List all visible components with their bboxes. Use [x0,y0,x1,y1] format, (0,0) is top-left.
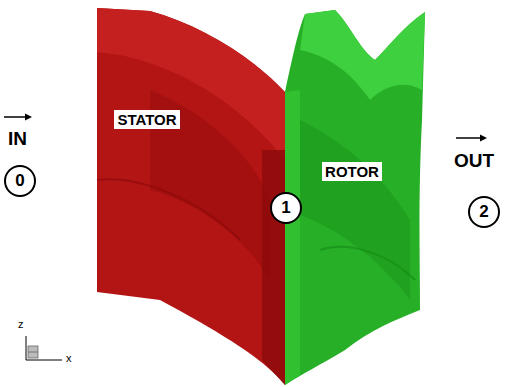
station-number: 2 [468,196,500,228]
axis-label: x [66,352,72,364]
axis-icon [28,346,38,358]
part-label: STATOR [114,110,180,129]
flow-label: IN [8,128,27,150]
stator-blade [97,8,285,385]
axis-line [26,336,27,360]
axis-label: z [18,318,24,330]
part-label: ROTOR [322,162,382,181]
rotor-shade [300,10,425,100]
station-number: 1 [270,192,302,224]
rotor-blade [285,10,425,385]
stator-edge [262,150,285,385]
callout-number: 2 [479,202,488,222]
part-name: ROTOR [325,163,379,180]
arrow-head [25,114,32,121]
rotor-edge [285,90,300,385]
flow-arrow [456,137,484,139]
rotor-shade [300,120,410,300]
axis-line [26,360,62,361]
callout-number: 0 [15,171,24,191]
flow-label: OUT [454,150,494,172]
station-number: 0 [4,165,36,197]
part-name: STATOR [117,111,176,128]
callout-number: 1 [281,198,290,218]
arrow-head [480,135,487,142]
